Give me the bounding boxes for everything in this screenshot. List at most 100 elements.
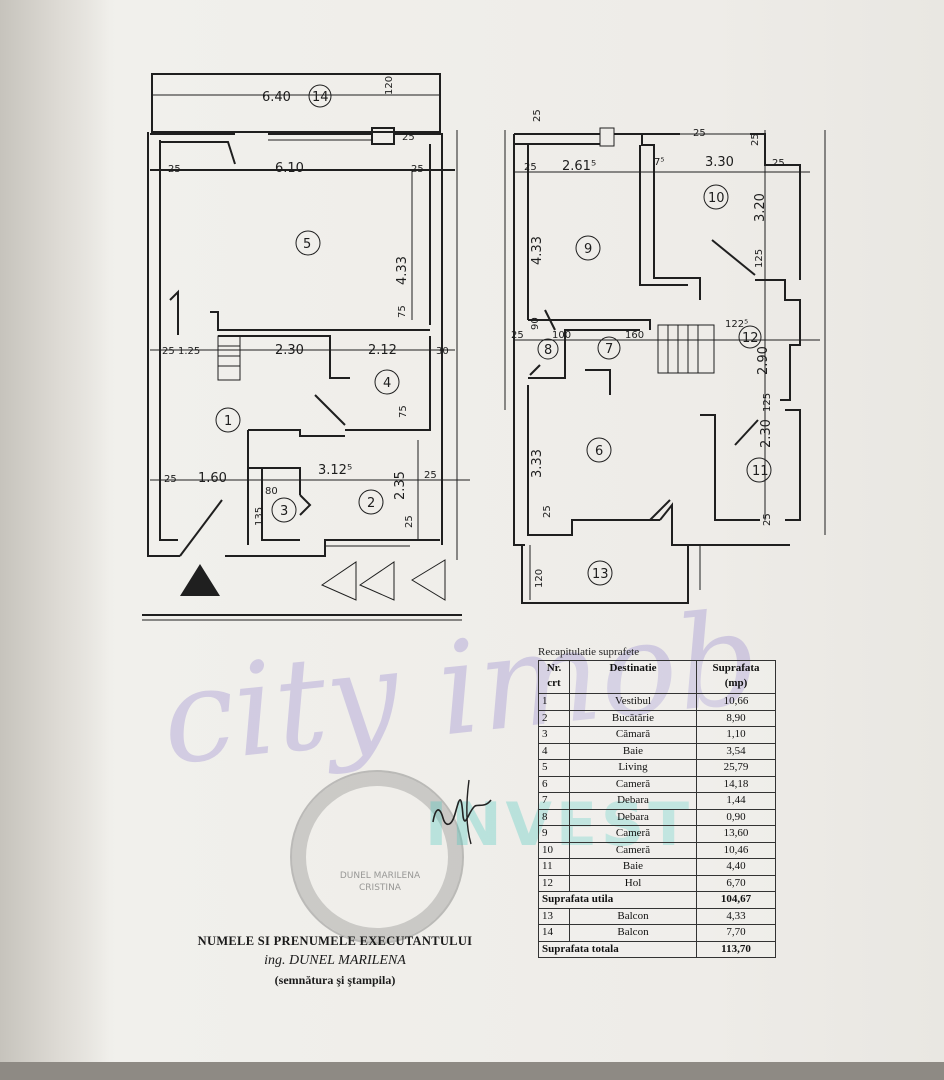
room-2-label: 2	[367, 496, 375, 511]
dim-text: 30	[436, 346, 449, 357]
dim-text: 3.33	[530, 449, 545, 478]
stamp-text: DUNEL MARILENA CRISTINA	[339, 871, 421, 893]
ground-floor-plan: 6.40 14 120 25 6.10 25 25 4.33 75 25 1.2…	[142, 73, 470, 621]
cell-val: 0,90	[696, 808, 776, 826]
cell-dest: Bucătărie	[569, 709, 697, 727]
signature	[432, 779, 492, 845]
cell-nr: 10	[538, 841, 570, 859]
cell-val: 1,10	[696, 726, 776, 744]
dim-text: 25	[411, 164, 424, 175]
cell-dest: Baie	[569, 858, 697, 876]
room-11-label: 11	[752, 464, 769, 479]
cell-val: 1,44	[696, 792, 776, 810]
dim-text: 1.25	[178, 346, 200, 357]
cell-nr: 2	[538, 709, 570, 727]
dim-text: 25	[693, 128, 706, 139]
dim-text: 75	[397, 305, 408, 318]
dim-text: 6.40	[262, 90, 291, 105]
cell-nr: 5	[538, 759, 570, 777]
dim-text: 25	[162, 346, 175, 357]
cell-dest: Baie	[569, 742, 697, 760]
dim-text: 125	[754, 249, 765, 268]
dim-text: 25	[511, 330, 524, 341]
dim-text: 122⁵	[725, 319, 748, 330]
util-value: 104,67	[696, 891, 776, 909]
dim-text: 90	[530, 317, 541, 330]
dim-text: 25	[168, 164, 181, 175]
dim-text: 125	[762, 393, 773, 412]
room-4-label: 4	[383, 376, 391, 391]
cell-val: 7,70	[696, 924, 776, 942]
dim-text: 2.90	[756, 346, 771, 375]
dim-text: 120	[384, 76, 395, 95]
dim-text: 2.12	[368, 343, 397, 358]
cell-dest: Living	[569, 759, 697, 777]
executant-title: NUMELE SI PRENUMELE EXECUTANTULUI	[197, 934, 473, 948]
cell-nr: 3	[538, 726, 570, 744]
official-stamp	[290, 770, 464, 944]
executant-note: (semnătura şi ştampila)	[274, 973, 396, 987]
dim-text: 2.30	[759, 419, 774, 448]
util-label: Suprafata utila	[538, 891, 697, 909]
room-1-label: 1	[224, 414, 232, 429]
cell-dest: Debara	[569, 792, 697, 810]
cell-val: 6,70	[696, 874, 776, 892]
page-fold-shadow	[0, 0, 110, 1080]
cell-nr: 8	[538, 808, 570, 826]
executant-block: NUMELE SI PRENUMELE EXECUTANTULUI ing. D…	[150, 934, 520, 988]
cell-val: 25,79	[696, 759, 776, 777]
dim-text: 1.60	[198, 471, 227, 486]
cell-nr: 7	[538, 792, 570, 810]
dim-text: 100	[552, 330, 571, 341]
dim-text: 75	[398, 405, 409, 418]
dim-text: 25	[762, 513, 773, 526]
cell-dest: Debara	[569, 808, 697, 826]
room-6-label: 6	[595, 444, 603, 459]
cell-val: 14,18	[696, 775, 776, 793]
dim-text: 7⁵	[654, 157, 664, 168]
cell-dest: Vestibul	[569, 693, 697, 711]
cell-dest: Hol	[569, 874, 697, 892]
dim-text: 25	[424, 470, 437, 481]
col-header-surface: Suprafata (mp)	[696, 660, 776, 694]
cell-val: 8,90	[696, 709, 776, 727]
dim-text: 25	[402, 132, 415, 143]
dim-text: 120	[534, 569, 545, 588]
room-10-label: 10	[708, 191, 725, 206]
cell-nr: 9	[538, 825, 570, 843]
cell-val: 3,54	[696, 742, 776, 760]
dim-text: 2.61⁵	[562, 159, 596, 174]
table-caption: Recapitulatie suprafete	[538, 646, 640, 658]
upper-floor-plan: 25 25 2.61⁵ 7⁵ 3.30 25 25 4.33 3.20 125 …	[504, 109, 826, 604]
dim-text: 2.30	[275, 343, 304, 358]
cell-nr: 11	[538, 858, 570, 876]
room-13-label: 13	[592, 567, 609, 582]
cell-dest: Cameră	[569, 825, 697, 843]
dim-text: 25	[542, 505, 553, 518]
dim-text: 25	[772, 158, 785, 169]
cell-val: 4,33	[696, 907, 776, 925]
cell-val: 10,66	[696, 693, 776, 711]
total-label: Suprafata totala	[538, 940, 697, 958]
dim-text: 135	[254, 507, 265, 526]
dim-text: 3.20	[753, 193, 768, 222]
dim-text: 25	[532, 109, 543, 122]
dim-text: 2.35	[393, 471, 408, 500]
room-8-label: 8	[544, 343, 552, 358]
dim-text: 25	[524, 162, 537, 173]
